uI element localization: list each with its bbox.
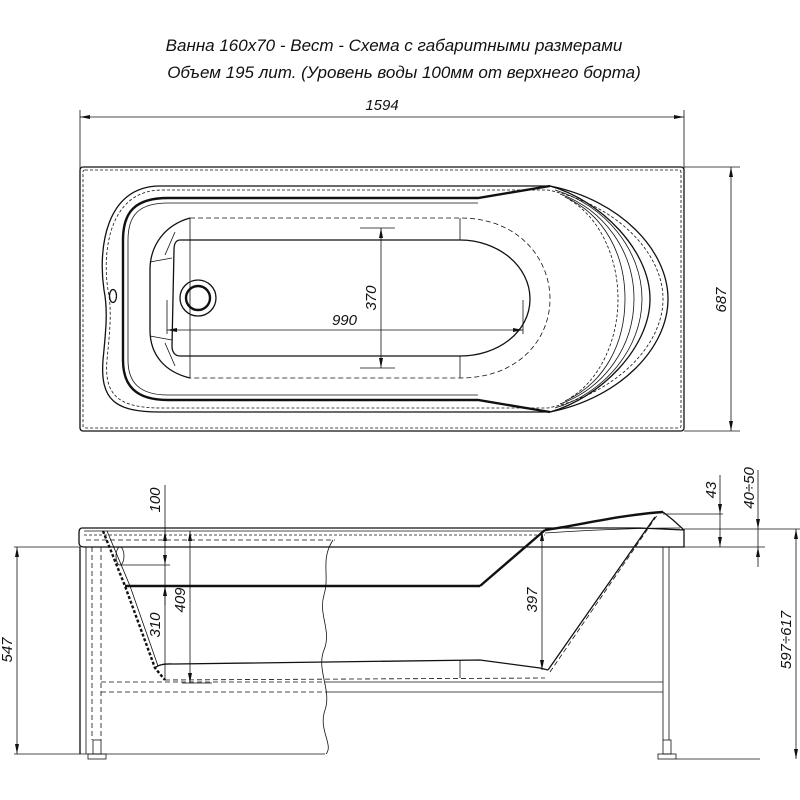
dim-total-height-range: 597÷617 [778,610,795,669]
dim-depth-at-drain: 409 [172,587,189,613]
overflow-hole [108,288,118,304]
dim-depth-at-back: 397 [524,587,541,613]
top-view: 1594 687 [79,97,740,432]
drawing-title-line1: Ванна 160х70 - Вест - Схема с габаритным… [165,36,623,55]
dim-inner-width: 370 [363,285,380,311]
side-view: 100 310 409 397 547 43 40÷50 [0,467,800,760]
drawing-title-line2: Объем 195 лит. (Уровень воды 100мм от ве… [167,63,641,82]
dim-inner-length: 990 [332,312,358,329]
dim-headrest-height: 43 [703,481,720,498]
dim-water-depth: 310 [147,612,164,638]
dim-water-level-offset: 100 [147,487,164,513]
drain-inner [184,284,212,312]
drain-outer [179,279,217,317]
dim-overall-width: 687 [713,287,730,313]
dim-height-floor-to-rim: 547 [0,637,16,663]
dim-rim-adjust: 40÷50 [741,467,758,509]
dim-overall-length: 1594 [365,97,398,114]
